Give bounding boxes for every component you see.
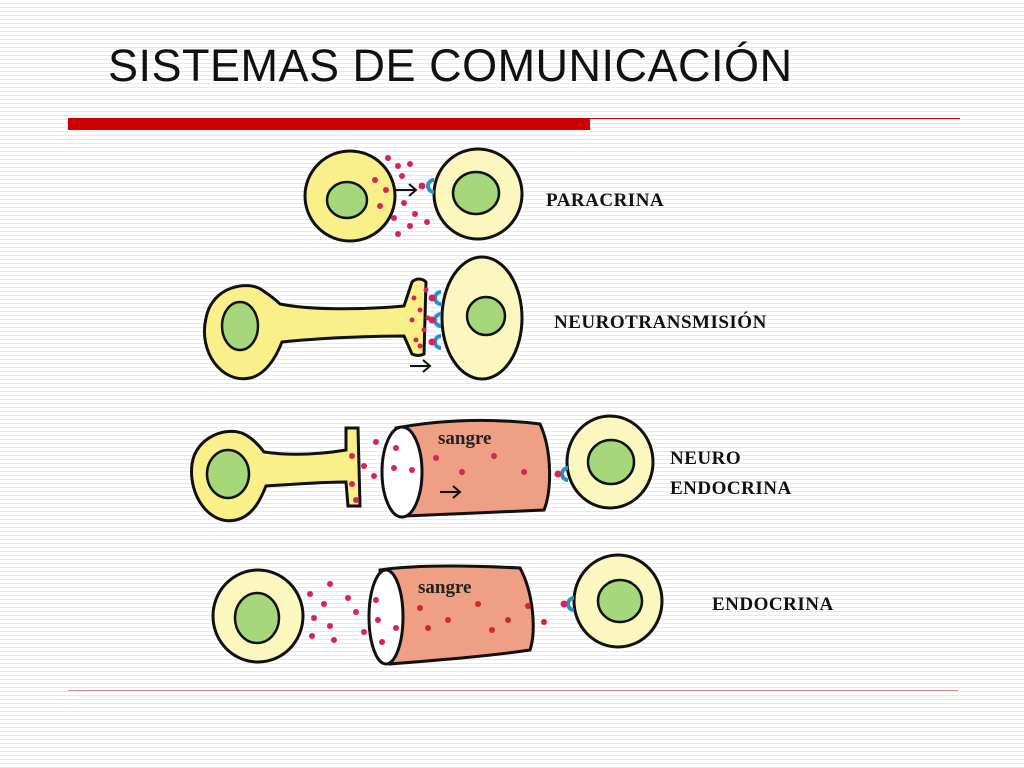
blood-vessel <box>378 564 535 666</box>
receptor <box>418 178 435 194</box>
neuron <box>203 277 428 381</box>
label-neurotransmision: NEUROTRANSMISIÓN <box>554 308 767 338</box>
neurotransmitter-molecules <box>409 287 431 349</box>
label-line: NEURO <box>670 448 742 469</box>
label-line: ENDOCRINA <box>712 594 834 615</box>
hormone-molecules <box>307 581 399 645</box>
arrow-icon <box>396 183 418 197</box>
neuron-nucleus <box>205 448 251 500</box>
paracrina-row <box>303 147 524 243</box>
slide-title: SISTEMAS DE COMUNICACIÓN <box>108 40 793 91</box>
neurotransmision-row <box>203 255 524 381</box>
target-cell-nucleus <box>586 438 636 486</box>
secreted-molecules <box>372 155 430 237</box>
label-endocrina: ENDOCRINA <box>712 590 834 620</box>
label-line: NEUROTRANSMISIÓN <box>554 312 767 333</box>
arrow-icon <box>410 359 432 373</box>
receptors <box>428 290 442 350</box>
target-cell-nucleus <box>596 578 644 624</box>
endocrina-row: sangre <box>211 553 664 666</box>
arrow-icon <box>440 485 462 499</box>
neuroendocrina-row: sangre <box>190 414 655 523</box>
title-accent-bar <box>68 118 590 130</box>
target-cell-nucleus <box>451 170 501 216</box>
vessel-label: sangre <box>438 428 491 449</box>
blood-vessel-opening <box>380 425 424 519</box>
title-accent-line <box>590 118 960 119</box>
vessel-label: sangre <box>418 577 471 598</box>
target-cell-nucleus <box>465 295 507 337</box>
blood-hormone-molecules <box>417 601 547 633</box>
secreting-cell-nucleus <box>325 180 369 220</box>
blood-vessel <box>394 419 552 518</box>
hormone-molecules <box>349 439 527 503</box>
receptor <box>560 596 575 612</box>
label-paracrina: PARACRINA <box>546 186 664 216</box>
endocrine-cell-nucleus <box>233 591 281 645</box>
blood-vessel-opening <box>367 568 405 666</box>
footer-divider <box>68 690 958 691</box>
label-line: PARACRINA <box>546 190 665 211</box>
neuron-nucleus <box>220 300 260 352</box>
label-line: ENDOCRINA <box>670 478 792 499</box>
label-neuroendocrina: NEURO ENDOCRINA <box>670 444 792 504</box>
receptor <box>554 466 569 482</box>
